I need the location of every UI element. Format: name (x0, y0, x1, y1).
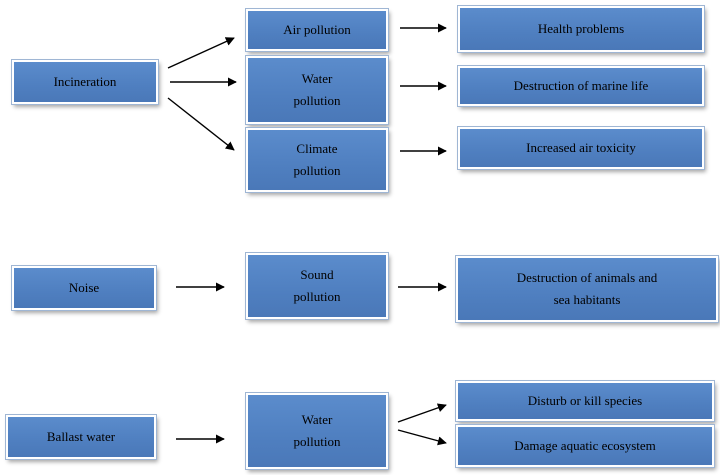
node-noise: Noise (11, 265, 157, 311)
arrow-incineration-air (167, 37, 235, 69)
node-climate-pollution: Climate pollution (245, 127, 389, 193)
node-sound-pollution: Sound pollution (245, 252, 389, 320)
node-increased-air-toxicity: Increased air toxicity (457, 126, 705, 170)
node-water-pollution-2: Water pollution (245, 392, 389, 470)
arrow-water-disturb (397, 403, 447, 423)
node-damage-aquatic-ecosystem: Damage aquatic ecosystem (455, 424, 715, 468)
arrow-incineration-climate (167, 97, 235, 151)
node-health-problems: Health problems (457, 5, 705, 53)
node-destruction-marine-life: Destruction of marine life (457, 65, 705, 107)
node-air-pollution: Air pollution (245, 8, 389, 52)
node-ballast-water: Ballast water (5, 414, 157, 460)
node-incineration: Incineration (11, 59, 159, 105)
node-destruction-animals: Destruction of animals and sea habitants (455, 255, 719, 323)
node-water-pollution-1: Water pollution (245, 55, 389, 125)
node-disturb-kill-species: Disturb or kill species (455, 380, 715, 422)
arrow-water-damage (397, 429, 447, 446)
